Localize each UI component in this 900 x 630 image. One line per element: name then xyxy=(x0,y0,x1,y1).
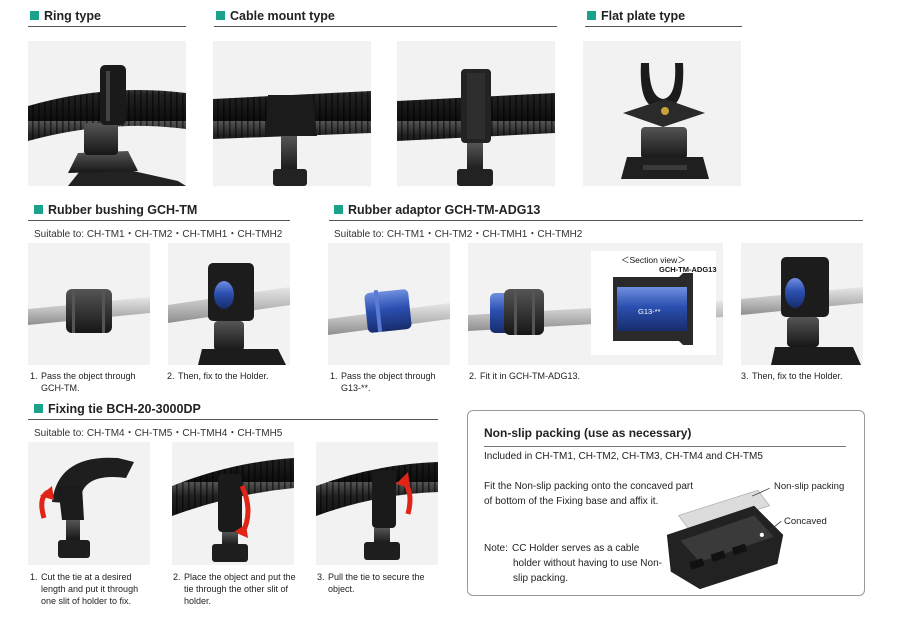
non-slip-note-text: CC Holder serves as a cable holder witho… xyxy=(512,543,662,584)
heading-bullet xyxy=(34,205,43,214)
heading-bullet xyxy=(587,11,596,20)
rubber-bushing-suitable: Suitable to: CH-TM1・CH-TM2・CH-TMH1・CH-TM… xyxy=(34,229,283,240)
heading-bullet xyxy=(30,11,39,20)
fixing-tie-step-3: 3.Pull the tie to secure the object. xyxy=(317,572,425,594)
non-slip-note-label: Note: xyxy=(484,543,508,554)
non-slip-rule xyxy=(484,446,846,447)
fixing-tie-photo-2 xyxy=(172,442,294,565)
cable-mount-type-heading: Cable mount type xyxy=(216,9,335,23)
rubber-adaptor-step-1: 1.Pass the object through G13-**. xyxy=(330,371,436,393)
flat-plate-type-rule xyxy=(585,26,742,27)
rubber-adaptor-step-3: 3.Then, fix to the Holder. xyxy=(741,371,843,381)
rubber-bushing-step-2: 2.Then, fix to the Holder. xyxy=(167,371,269,381)
rubber-adaptor-step-2: 2.Fit it in GCH-TM-ADG13. xyxy=(469,371,581,381)
flat-plate-photo xyxy=(583,41,741,186)
fixing-tie-step-1: 1.Cut the tie at a desired length and pu… xyxy=(30,572,139,606)
rubber-adaptor-photo-3 xyxy=(741,243,863,365)
fixing-tie-photo-1 xyxy=(28,442,150,565)
heading-bullet xyxy=(334,205,343,214)
section-part-label: GCH-TM-ADG13 xyxy=(659,265,717,274)
non-slip-illustration xyxy=(666,487,784,590)
section-inner-label: G13-** xyxy=(638,307,661,316)
non-slip-included: Included in CH-TM1, CH-TM2, CH-TM3, CH-T… xyxy=(484,451,763,462)
rubber-adaptor-rule xyxy=(329,220,863,221)
ring-type-photo xyxy=(28,41,186,186)
section-view-title: ＜Section view＞ xyxy=(621,255,686,265)
rubber-adaptor-suitable: Suitable to: CH-TM1・CH-TM2・CH-TMH1・CH-TM… xyxy=(334,229,583,240)
rubber-bushing-step-1: 1.Pass the object through GCH-TM. xyxy=(30,371,136,393)
non-slip-title: Non-slip packing (use as necessary) xyxy=(484,426,692,440)
ring-type-rule xyxy=(28,26,186,27)
rubber-adaptor-photo-1 xyxy=(328,243,450,365)
rubber-bushing-photo-1 xyxy=(28,243,150,365)
non-slip-packing-label: Non-slip packing xyxy=(774,481,845,492)
concaved-label: Concaved xyxy=(784,516,827,527)
cable-mount-photo-2 xyxy=(397,41,555,186)
cable-mount-photo-1 xyxy=(213,41,371,186)
heading-bullet xyxy=(34,404,43,413)
rubber-bushing-photo-2 xyxy=(168,243,290,365)
fixing-tie-heading: Fixing tie BCH-20-3000DP xyxy=(34,402,201,416)
fixing-tie-photo-3 xyxy=(316,442,438,565)
flat-plate-type-heading: Flat plate type xyxy=(587,9,685,23)
non-slip-packing-box: Non-slip packing (use as necessary) Incl… xyxy=(467,410,865,596)
rubber-adaptor-heading: Rubber adaptor GCH-TM-ADG13 xyxy=(334,203,540,217)
heading-bullet xyxy=(216,11,225,20)
rubber-bushing-rule xyxy=(28,220,290,221)
ring-type-heading: Ring type xyxy=(30,9,101,23)
section-view-inset: ＜Section view＞ GCH-TM-ADG13 G13-** xyxy=(591,251,717,355)
non-slip-fit-text: Fit the Non-slip packing onto the concav… xyxy=(484,481,694,507)
fixing-tie-step-2: 2.Place the object and put the tie throu… xyxy=(173,572,296,606)
cable-mount-type-rule xyxy=(214,26,557,27)
rubber-bushing-heading: Rubber bushing GCH-TM xyxy=(34,203,197,217)
fixing-tie-suitable: Suitable to: CH-TM4・CH-TM5・CH-TMH4・CH-TM… xyxy=(34,428,283,439)
fixing-tie-rule xyxy=(28,419,438,420)
